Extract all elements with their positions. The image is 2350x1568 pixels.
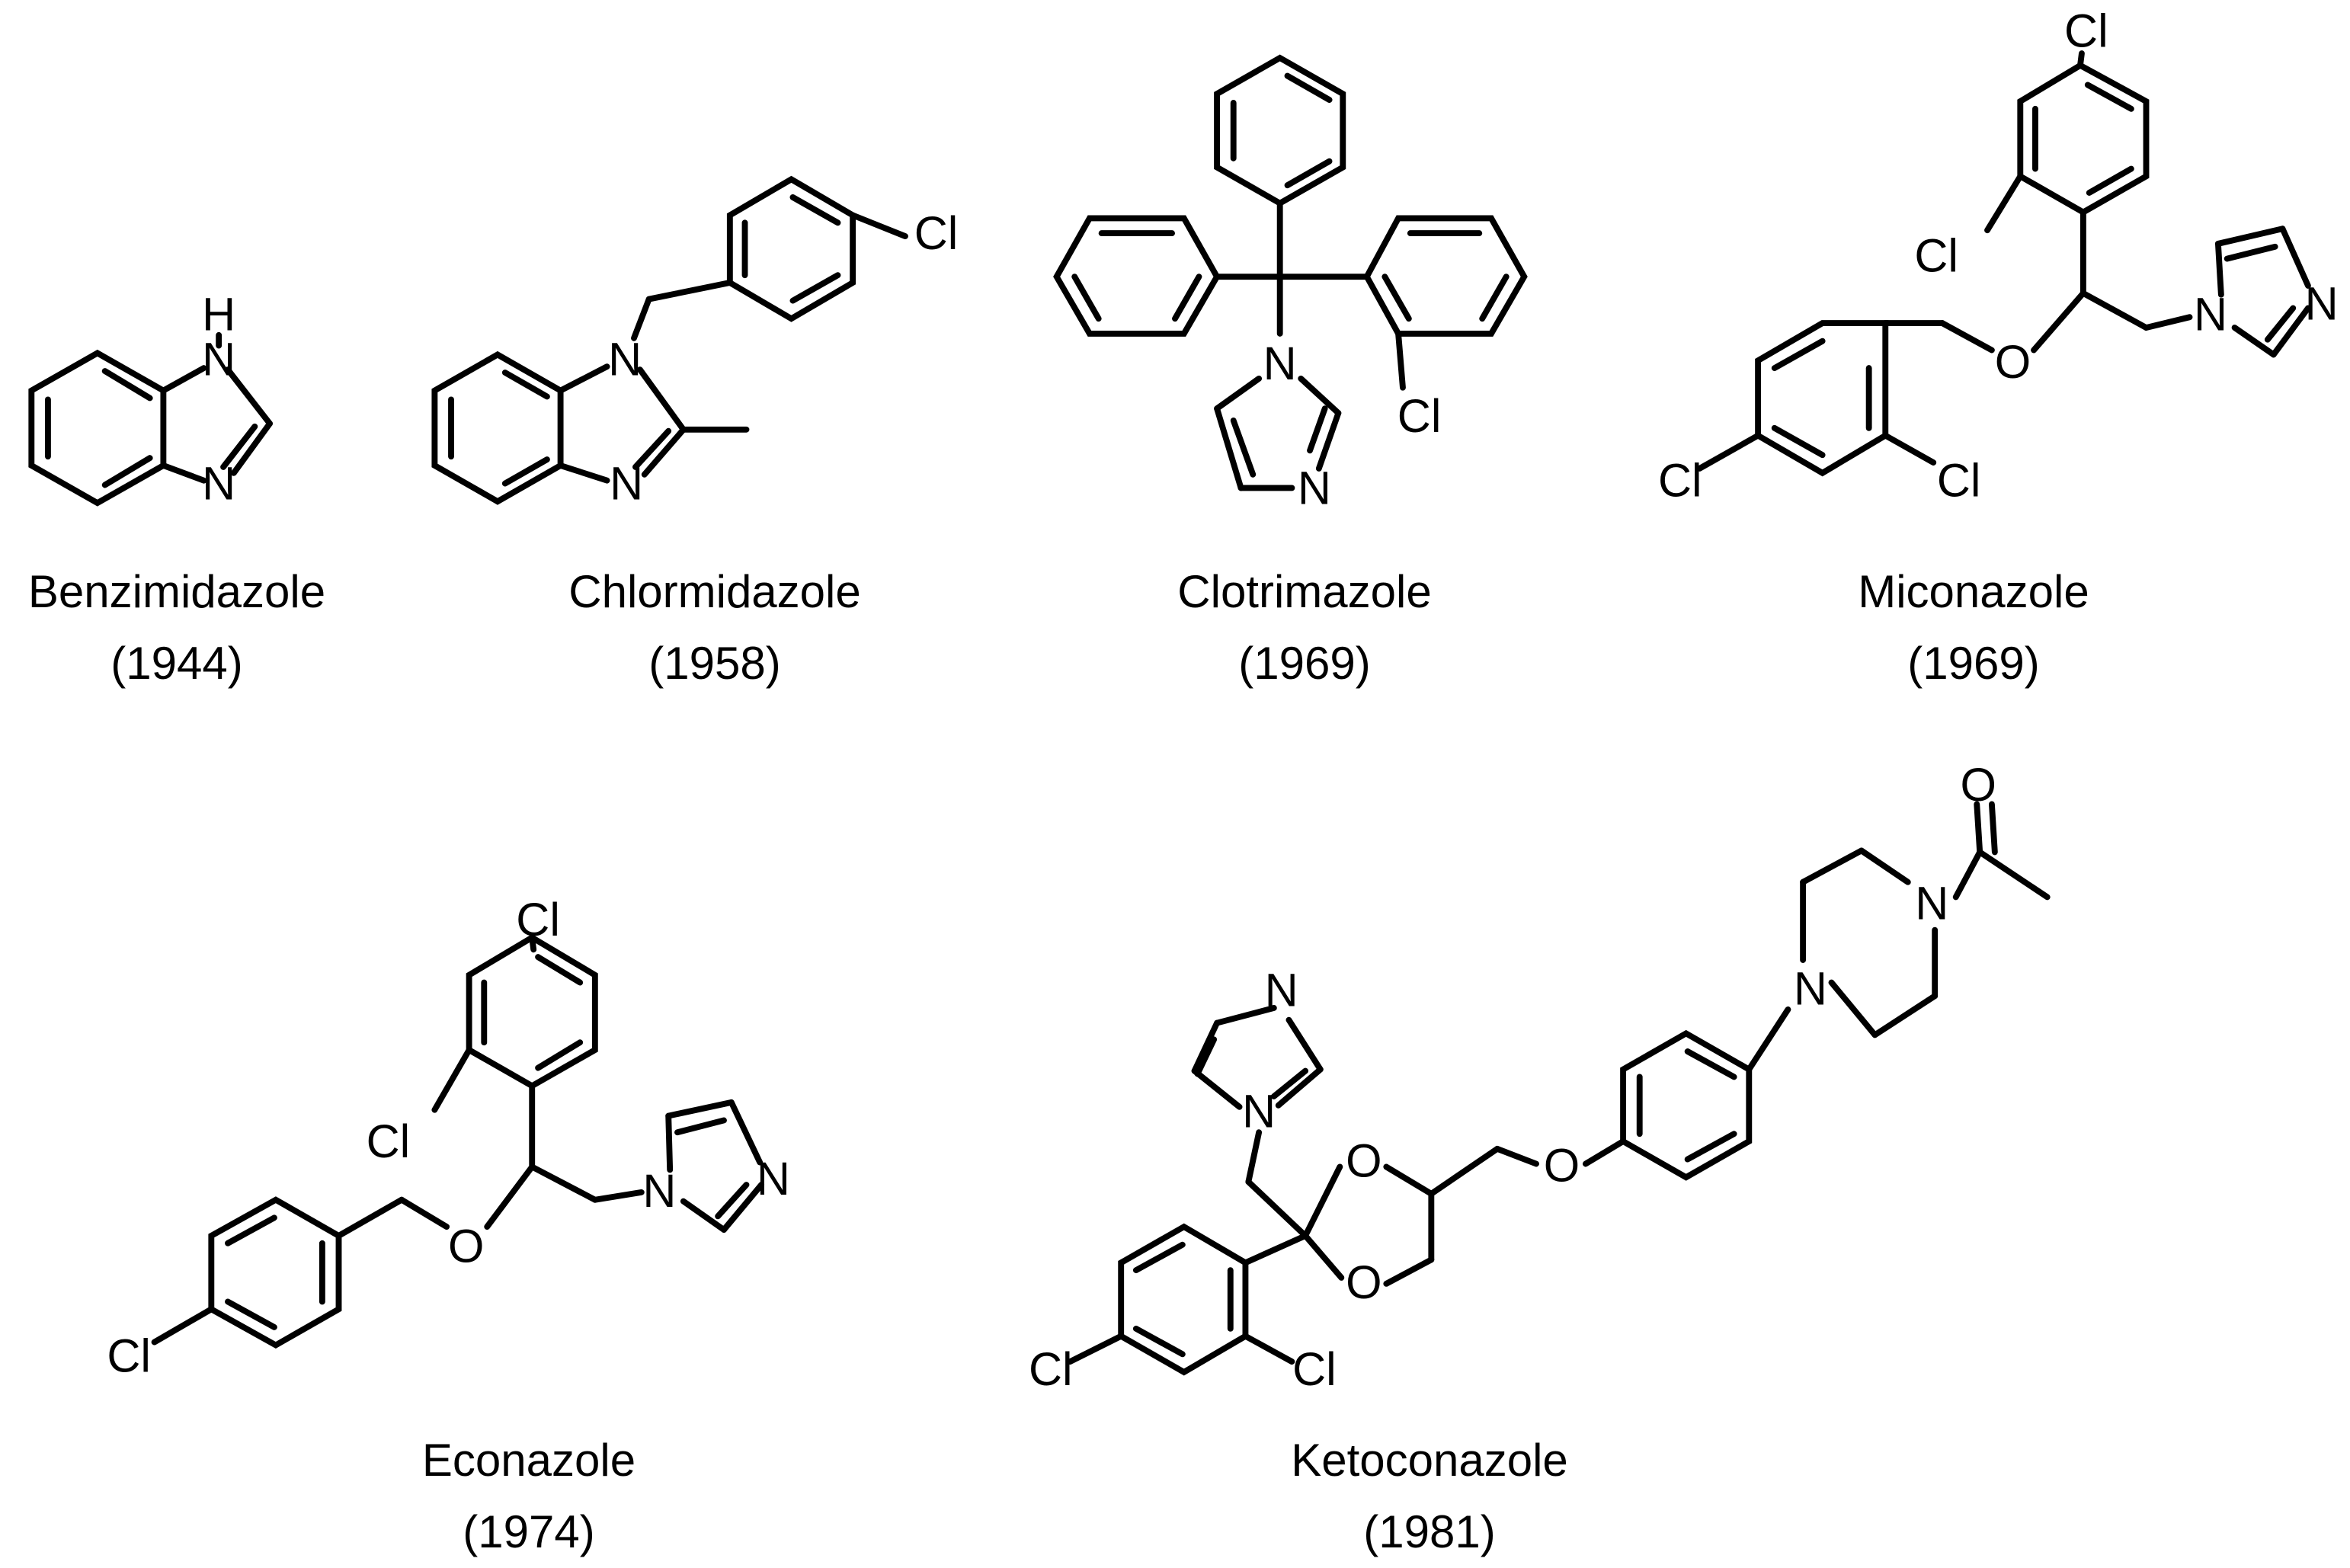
atom-o: O [1995, 336, 2031, 388]
atom-n: N [1298, 462, 1331, 514]
atom-n: N [1915, 877, 1948, 929]
compound-year: (1958) [648, 638, 781, 689]
atom-n: N [610, 458, 643, 510]
econazole-bonds [151, 933, 765, 1349]
atom-cl: Cl [1658, 455, 1702, 507]
econazole-structure: Cl Cl O N N Cl [107, 894, 790, 1381]
compound-name: Ketoconazole [1291, 1435, 1568, 1486]
atom-cl: Cl [914, 207, 959, 259]
atom-cl: Cl [2064, 5, 2108, 57]
ketoconazole-bonds [1067, 801, 2051, 1376]
atom-n: N [757, 1153, 790, 1205]
benzimidazole-structure: N H N [28, 288, 273, 510]
atom-n: N [1263, 338, 1297, 389]
atom-cl: Cl [516, 894, 560, 946]
atom-cl: Cl [1029, 1343, 1073, 1395]
compound-name: Econazole [421, 1435, 636, 1486]
benzimidazole-bonds [28, 331, 273, 507]
caption-ketoconazole: Ketoconazole (1981) [1201, 1425, 1658, 1568]
atom-cl: Cl [367, 1115, 411, 1167]
caption-miconazole: Miconazole (1969) [1745, 556, 2202, 699]
atom-n: N [202, 333, 235, 385]
compound-year: (1981) [1363, 1506, 1496, 1557]
atom-h: H [202, 288, 235, 340]
atom-n: N [1794, 962, 1827, 1014]
atom-o: O [448, 1221, 484, 1272]
atom-o: O [1961, 759, 1996, 811]
ketoconazole-structure: N N O O O N N O Cl Cl [1029, 759, 2051, 1395]
atom-n: N [2194, 288, 2227, 340]
compound-year: (1974) [463, 1506, 595, 1557]
atom-n: N [1242, 1086, 1276, 1138]
atom-cl: Cl [1937, 455, 1981, 507]
atom-n: N [202, 458, 235, 510]
atom-cl: Cl [1398, 390, 1442, 442]
compound-name: Miconazole [1858, 566, 2089, 617]
atom-n: N [642, 1165, 676, 1217]
atom-cl: Cl [1914, 230, 1958, 282]
atom-n: N [608, 333, 642, 385]
atom-o: O [1346, 1135, 1382, 1187]
atom-n: N [1265, 964, 1298, 1016]
caption-benzimidazole: Benzimidazole (1944) [0, 556, 405, 699]
chlormidazole-structure: N N Cl [431, 175, 959, 510]
caption-chlormidazole: Chlormidazole (1958) [486, 556, 943, 699]
miconazole-bonds [1696, 50, 2311, 477]
compound-name: Chlormidazole [568, 566, 861, 617]
compound-year: (1969) [1907, 638, 2040, 689]
clotrimazole-structure: N N Cl [1053, 54, 1528, 514]
compound-year: (1969) [1238, 638, 1371, 689]
compound-name: Benzimidazole [27, 566, 326, 617]
clotrimazole-bonds [1053, 54, 1528, 491]
caption-econazole: Econazole (1974) [300, 1425, 757, 1568]
chlormidazole-bonds [431, 175, 908, 505]
miconazole-structure: Cl Cl O N N Cl Cl [1658, 5, 2339, 507]
compound-name: Clotrimazole [1177, 566, 1432, 617]
caption-clotrimazole: Clotrimazole (1969) [1076, 556, 1533, 699]
atom-o: O [1544, 1139, 1580, 1191]
atom-cl: Cl [107, 1330, 151, 1381]
atom-o: O [1346, 1256, 1382, 1308]
compound-year: (1944) [110, 638, 243, 689]
atom-cl: Cl [1292, 1343, 1337, 1395]
atom-n: N [2305, 278, 2339, 330]
